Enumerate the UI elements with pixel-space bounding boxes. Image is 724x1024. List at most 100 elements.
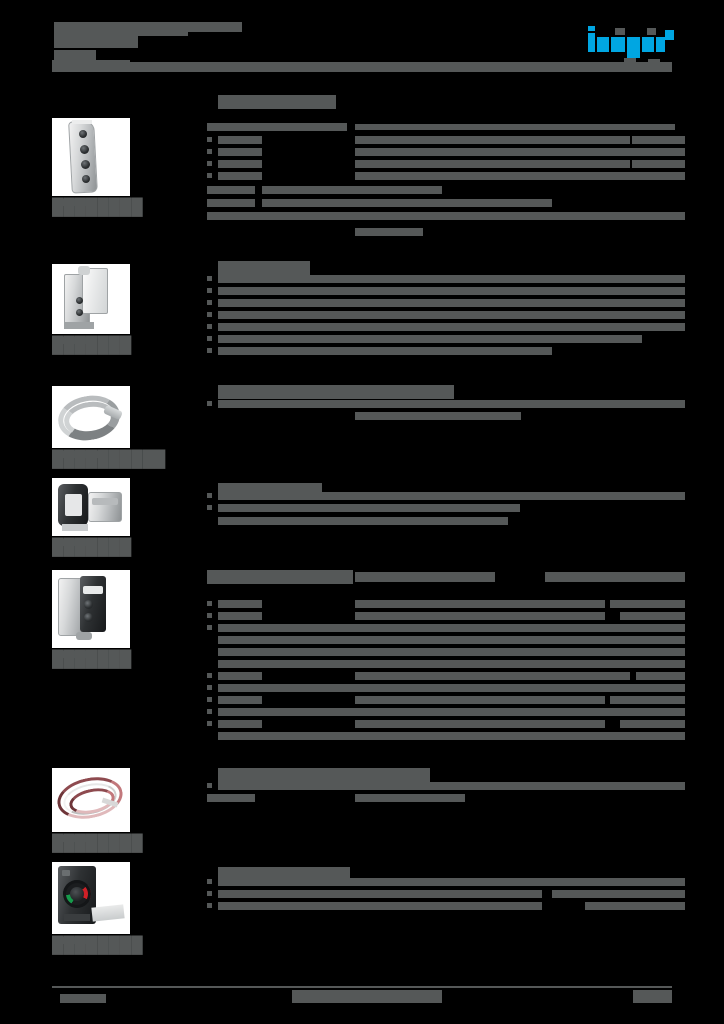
section-2-bullet-2 xyxy=(207,288,212,293)
section-2-row-3-label xyxy=(218,299,262,307)
footer-left-text: █████ xyxy=(60,994,106,1003)
product-caption-1: ████████ xyxy=(52,199,143,216)
product-photo-3 xyxy=(52,386,130,448)
section-6-heading: ████████████████ xyxy=(218,768,430,782)
section-1-row-8-value xyxy=(207,212,685,220)
footer-right-text: ███ xyxy=(633,990,672,1003)
product-caption-5: ███████ xyxy=(52,651,132,668)
page-title-line-1-cont xyxy=(54,22,242,32)
section-1-row-1-value xyxy=(355,124,675,130)
product-photo-4 xyxy=(52,478,130,536)
section-4-row-2-value xyxy=(262,504,520,512)
section-1-row-5-label xyxy=(218,172,262,180)
section-1-row-3-label xyxy=(218,148,262,156)
footer-rule xyxy=(52,986,672,988)
section-5-bullet-7 xyxy=(207,673,212,678)
product-photo-6 xyxy=(52,768,130,832)
section-5-row-2-value xyxy=(355,612,605,620)
section-5-row-4-value xyxy=(218,636,685,644)
section-1-row-4-extra xyxy=(632,160,685,168)
section-5-header-mid xyxy=(355,572,495,582)
section-5-row-1-label xyxy=(218,600,262,608)
section-2-bullet-3 xyxy=(207,300,212,305)
section-5-row-7-label xyxy=(218,672,262,680)
section-2-row-3-value xyxy=(262,299,685,307)
header-rule-left-cap xyxy=(52,60,130,65)
section-5-row-1-extra xyxy=(610,600,685,608)
product-cell-3: ██████████ xyxy=(52,386,166,468)
section-5-row-1-value xyxy=(355,600,605,608)
section-2-row-1-value xyxy=(262,275,685,283)
section-5-row-11-extra xyxy=(620,720,685,728)
section-6-row-2-label xyxy=(207,794,255,802)
product-caption-3: ██████████ xyxy=(52,451,166,468)
section-4-row-1-label xyxy=(218,492,262,500)
section-1-row-5-value xyxy=(355,172,685,180)
product-caption-2: ███████ xyxy=(52,337,132,354)
section-7-row-1-value xyxy=(262,878,685,886)
section-3-row-2-value xyxy=(355,412,521,420)
section-7-row-2-label xyxy=(218,890,262,898)
section-2-bullet-7 xyxy=(207,348,212,353)
footer-center-text: █ █ █ █ ████ xyxy=(292,990,442,1003)
section-5-row-2-label xyxy=(218,612,262,620)
product-cell-6: ████████ xyxy=(52,768,143,852)
section-5-bullet-3 xyxy=(207,625,212,630)
section-1-row-4-value xyxy=(355,160,630,168)
section-2-heading: ████████ xyxy=(218,261,310,275)
section-2-row-1-label xyxy=(218,275,262,283)
section-5-row-8-label xyxy=(218,684,262,692)
section-3-row-1-value xyxy=(266,400,685,408)
header-rule-right-cap xyxy=(648,59,660,64)
section-1-bullet-2 xyxy=(207,137,212,142)
section-5-row-7-extra xyxy=(636,672,685,680)
section-4-row-1-value xyxy=(262,492,685,500)
section-6-row-1-label xyxy=(218,782,262,790)
product-caption-4: ███████ xyxy=(52,539,132,556)
section-5-heading: █████████████ xyxy=(207,570,353,584)
section-6-row-2-value xyxy=(355,794,465,802)
section-1-row-6-label xyxy=(207,186,255,194)
section-7-row-3-value xyxy=(262,902,542,910)
section-1-bullet-4 xyxy=(207,161,212,166)
section-1-heading: █████████████ xyxy=(218,95,336,109)
section-5-row-7-value xyxy=(355,672,630,680)
section-5-row-10-label xyxy=(218,708,262,716)
section-1-row-3-value xyxy=(355,148,685,156)
section-5-row-2-extra xyxy=(620,612,685,620)
section-6-row-1-value xyxy=(262,782,685,790)
section-1-row-4-label xyxy=(218,160,262,168)
section-1-row-7-value xyxy=(262,199,552,207)
section-5-bullet-1 xyxy=(207,601,212,606)
section-4-row-3-value xyxy=(218,517,508,525)
section-5-row-11-label xyxy=(218,720,262,728)
product-cell-7: ████████ xyxy=(52,862,143,954)
section-1-row-2-extra xyxy=(632,136,685,144)
product-caption-7: ████████ xyxy=(52,937,143,954)
product-cell-1: ████████ xyxy=(52,118,143,216)
product-photo-5 xyxy=(52,570,130,648)
product-photo-1 xyxy=(52,118,130,196)
section-5-row-5-value xyxy=(218,648,685,656)
section-5-bullet-9 xyxy=(207,697,212,702)
section-7-row-2-value xyxy=(262,890,542,898)
section-5-row-6-value xyxy=(218,660,685,668)
section-4-bullet-1 xyxy=(207,493,212,498)
section-7-row-2-extra xyxy=(552,890,685,898)
section-2-row-2-label xyxy=(218,287,262,295)
section-5-bullet-8 xyxy=(207,685,212,690)
section-1-bullet-5 xyxy=(207,173,212,178)
product-cell-4: ███████ xyxy=(52,478,132,556)
section-1-row-2-label xyxy=(218,136,262,144)
section-3-bullet-1 xyxy=(207,401,212,406)
section-5-row-10-value xyxy=(262,708,685,716)
section-5-row-3-label xyxy=(218,624,262,632)
section-5-row-8-value xyxy=(262,684,685,692)
section-7-bullet-3 xyxy=(207,903,212,908)
section-2-row-5-label xyxy=(218,323,262,331)
section-3-heading: ███████████████████ xyxy=(218,385,454,399)
section-5-header-right xyxy=(545,572,685,582)
section-7-row-3-extra xyxy=(585,902,685,910)
product-caption-6: ████████ xyxy=(52,835,143,852)
section-1-row-6-value xyxy=(262,186,442,194)
